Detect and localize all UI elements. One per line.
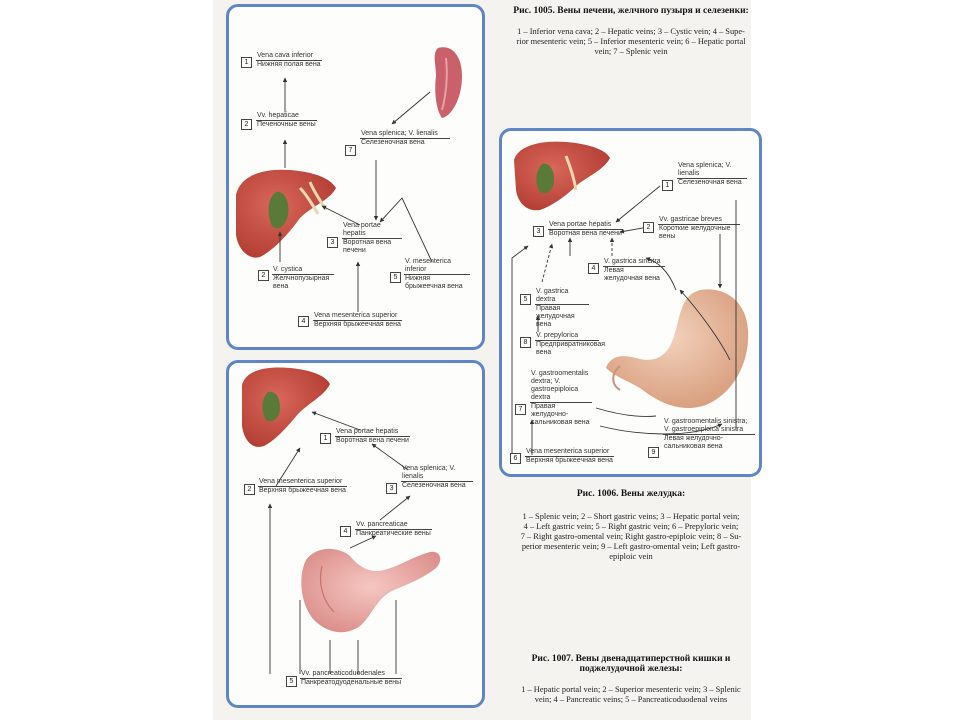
label-number: 4 xyxy=(298,316,309,327)
label-number: 4 xyxy=(340,526,351,537)
label-number: 9 xyxy=(648,447,659,458)
liver-illustration-1005 xyxy=(236,169,336,258)
label-number: 5 xyxy=(520,294,531,305)
label-number: 2 xyxy=(241,119,252,130)
arrows-1005 xyxy=(277,77,433,312)
label-number: 7 xyxy=(345,145,356,156)
label-number: 5 xyxy=(286,676,297,687)
caption-text-fig-1007: 1 – Hepatic portal vein; 2 – Superior me… xyxy=(521,685,741,704)
label-number: 3 xyxy=(327,237,338,248)
label-number: 3 xyxy=(386,483,397,494)
arrows-1006 xyxy=(511,185,737,460)
figure-1007-panel xyxy=(226,360,485,708)
diagram-label-left-gastro-omental-vein: V. gastroomentalis sinistra; V. gastroep… xyxy=(663,418,755,451)
label-number: 2 xyxy=(258,270,269,281)
label-number: 1 xyxy=(320,433,331,444)
diagram-label-right-gastro-omental-vein: V. gastroomentalis dextra; V. gastroepip… xyxy=(530,370,592,427)
label-number: 4 xyxy=(588,263,599,274)
label-number: 7 xyxy=(515,404,526,415)
label-number: 1 xyxy=(241,57,252,68)
label-number: 2 xyxy=(643,222,654,233)
spleen-illustration xyxy=(434,47,462,118)
label-number: 6 xyxy=(510,453,521,464)
label-number: 8 xyxy=(520,337,531,348)
caption-title-fig-1006: Рис. 1006. Вены желудка: xyxy=(576,489,686,499)
liver-illustration-1006 xyxy=(514,141,610,211)
caption-text-fig-1006: 1 – Splenic vein; 2 – Short gastric vein… xyxy=(520,512,742,561)
label-number: 5 xyxy=(390,272,401,283)
stomach-illustration xyxy=(606,289,749,409)
pancreas-illustration xyxy=(301,548,441,633)
label-number: 1 xyxy=(662,180,673,191)
arrows-1007 xyxy=(267,411,411,674)
caption-text-fig-1005: 1 – Inferior vena cava; 2 – Hepatic vein… xyxy=(516,27,746,56)
caption-title-fig-1005: Рис. 1005. Вены печени, желчного пузыря … xyxy=(513,6,749,16)
label-number: 3 xyxy=(533,226,544,237)
liver-illustration-1007 xyxy=(242,367,330,447)
caption-title-fig-1007: Рис. 1007. Вены двенадцатиперстной кишки… xyxy=(531,654,731,674)
label-number: 2 xyxy=(244,484,255,495)
